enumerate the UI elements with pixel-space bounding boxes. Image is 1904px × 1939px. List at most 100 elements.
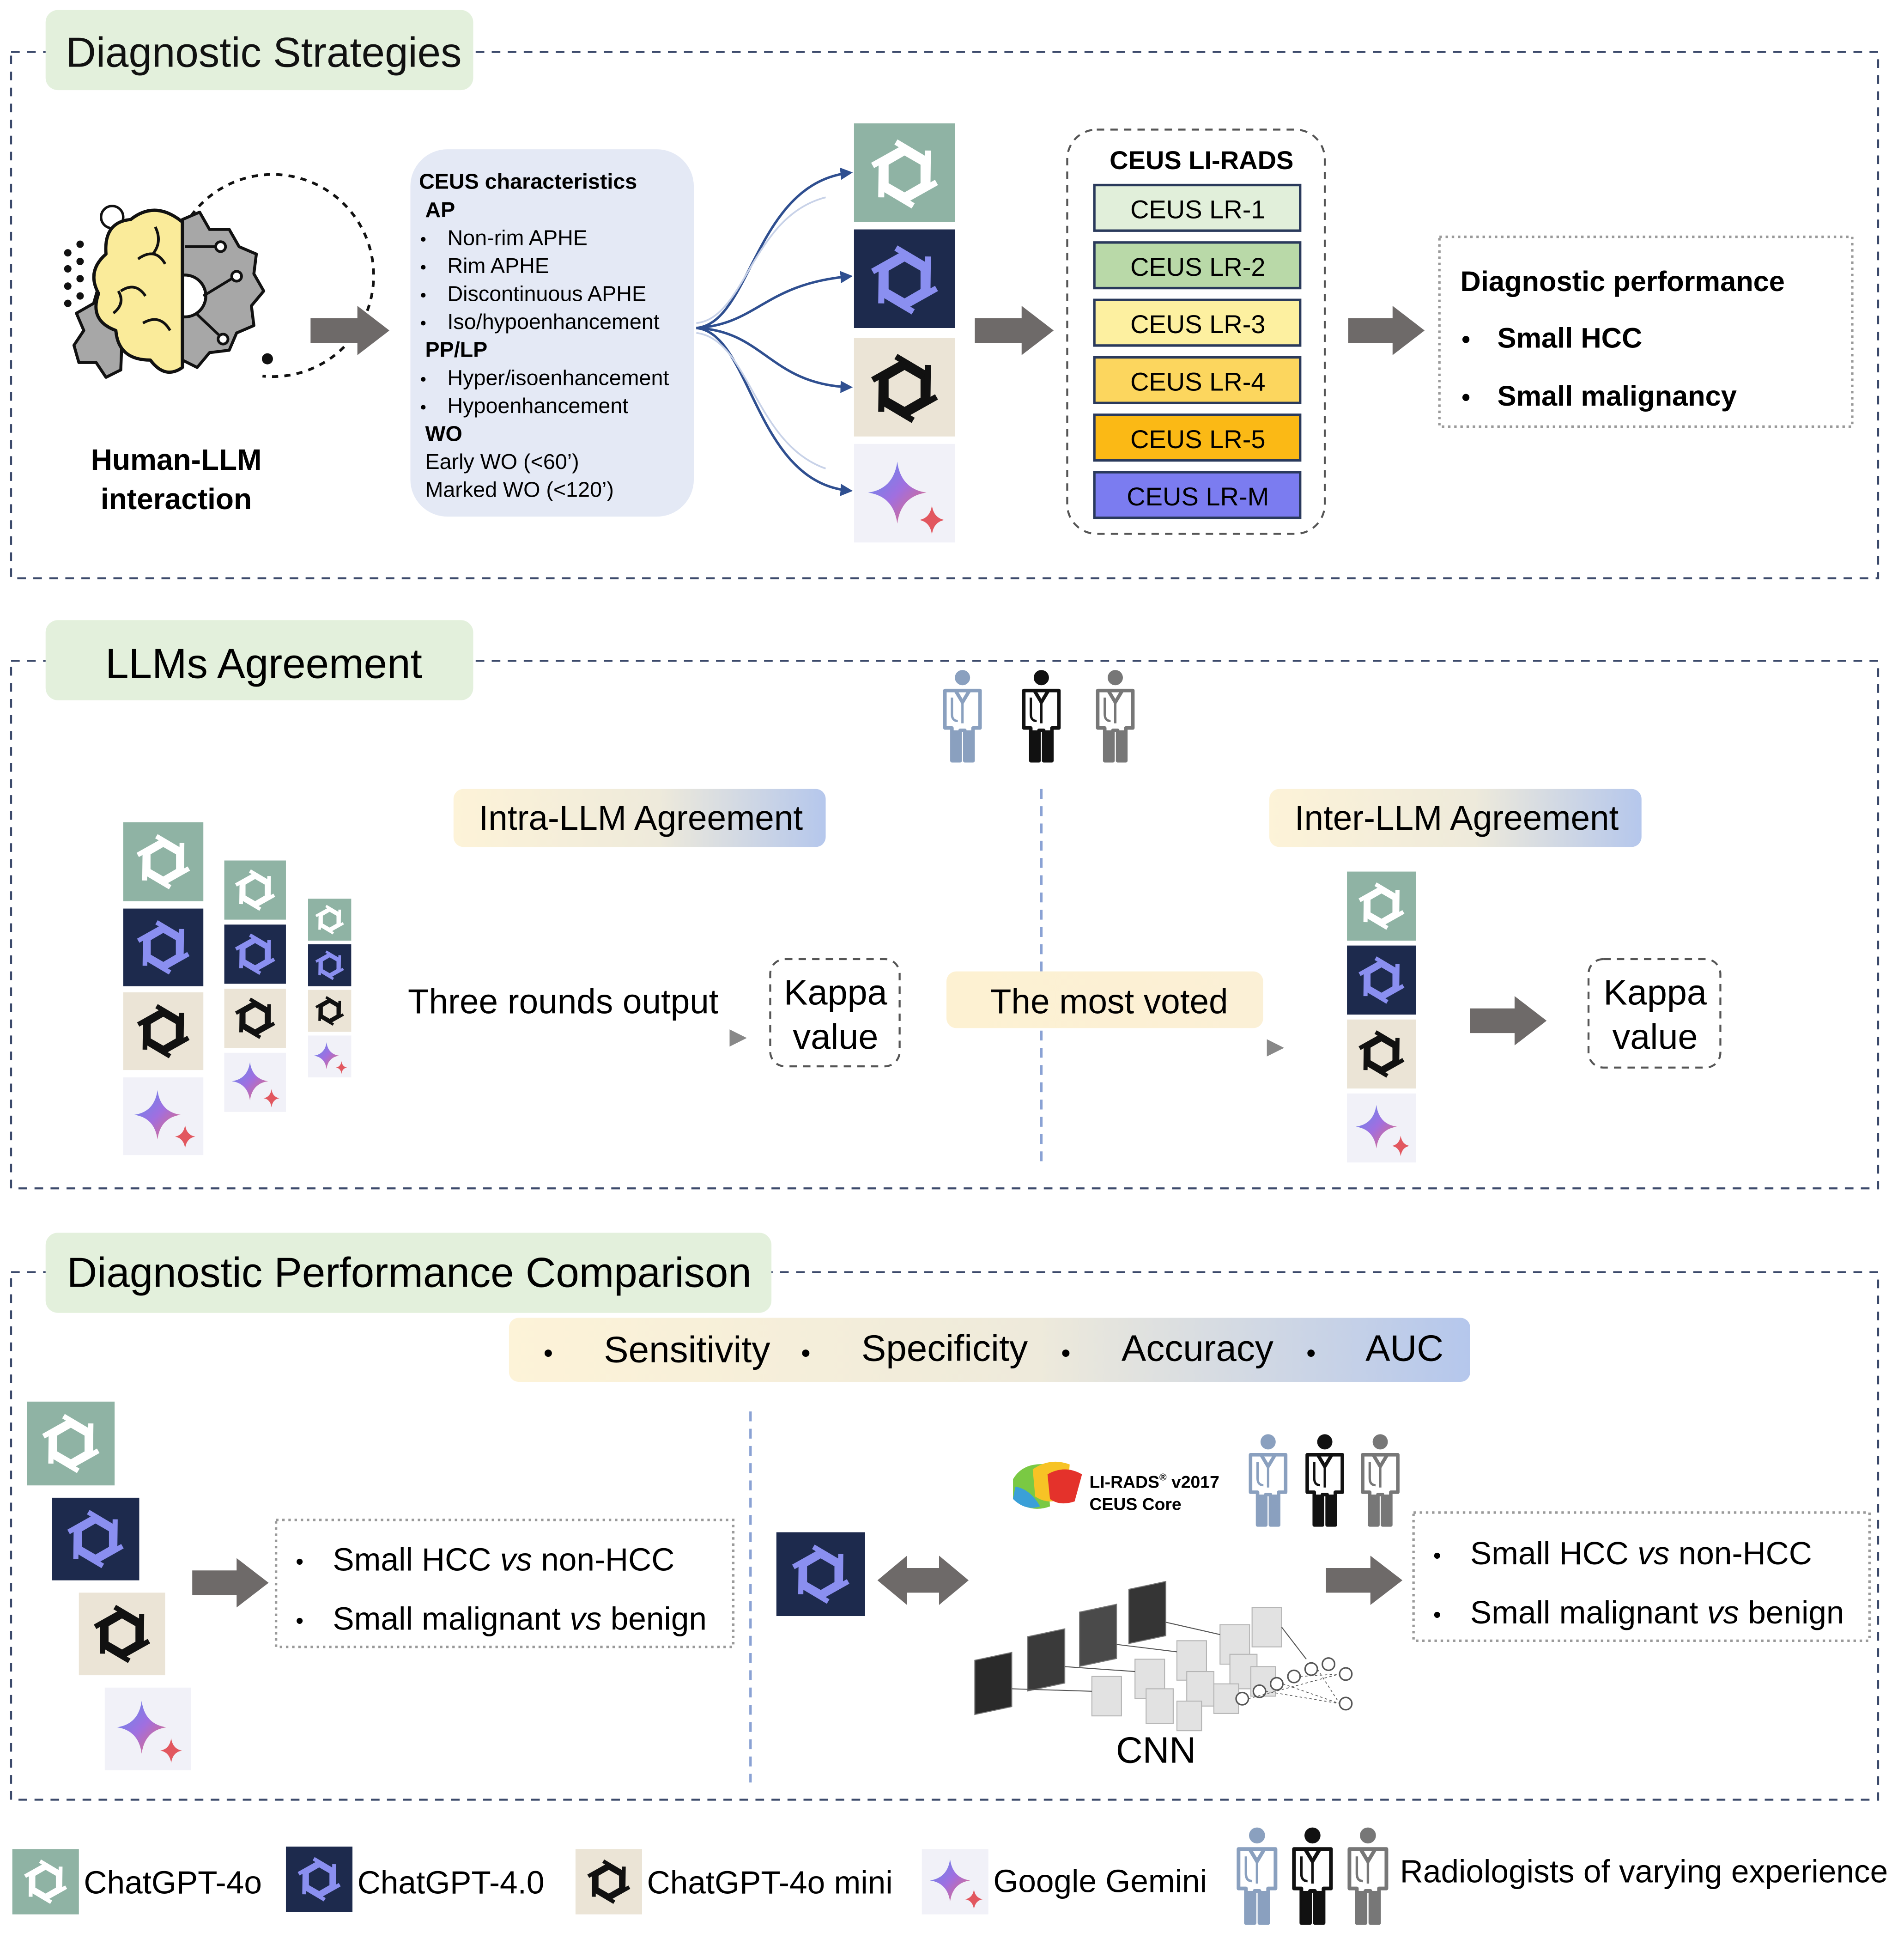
lirads-category-box (1093, 241, 1302, 290)
lirads-category-label: CEUS LR-5 (1130, 425, 1266, 454)
section-frame (10, 51, 1880, 579)
flow-arrow (192, 1558, 269, 1608)
bullet: • (1433, 1544, 1441, 1568)
model-logo-gemini (854, 444, 955, 543)
comparison-malignant-vs-benign: Small malignant vs benign (1470, 1594, 1844, 1630)
lirads-category-box (1093, 413, 1302, 462)
round-2-logos (224, 860, 286, 1112)
metric-auc: AUC (1365, 1328, 1443, 1369)
ceus-characteristics-box (410, 149, 694, 517)
flow-arrow (1470, 996, 1547, 1045)
kappa-label-line2: value (793, 1017, 878, 1057)
lirads-logo: LI-RADS® v2017 CEUS Core (1013, 1461, 1219, 1514)
inter-llm-pill (1269, 789, 1642, 847)
legend-item-gemini: Google Gemini (922, 1849, 1207, 1915)
ceus-group-heading: WO (425, 421, 462, 445)
lirads-category-label: CEUS LR-M (1127, 482, 1269, 511)
intra-llm-label: Intra-LLM Agreement (479, 798, 803, 837)
radiologist-icon-senior (1024, 670, 1059, 760)
ceus-characteristic-item: Hyper/isoenhancement (447, 365, 669, 389)
comparison-box-right (1412, 1511, 1871, 1642)
bullet: • (420, 229, 426, 249)
bullet: • (801, 1338, 811, 1368)
lirads-category-label: CEUS LR-3 (1130, 310, 1266, 339)
metric-accuracy: Accuracy (1122, 1328, 1273, 1369)
human-llm-label-line2: interaction (101, 482, 252, 516)
lirads-category-label: CEUS LR-1 (1130, 195, 1266, 224)
lirads-category-label: CEUS LR-2 (1130, 252, 1266, 281)
radiologist-icon-junior (945, 670, 980, 760)
model-logo-gpt4o (854, 123, 955, 222)
ceus-box-title: CEUS characteristics (419, 170, 637, 194)
ceus-group-heading: AP (425, 198, 455, 222)
bullet: • (420, 313, 426, 333)
kappa-label-line1: Kappa (1603, 973, 1707, 1013)
ceus-characteristic-item: Early WO (<60’) (425, 450, 579, 474)
ceus-lirads-box (1066, 128, 1326, 535)
radiologist-icon-intermediate (1363, 1434, 1398, 1525)
legend-item-radiologists: Radiologists of varying experience (1238, 1828, 1888, 1923)
round-1-logos (123, 822, 204, 1155)
section-title-bg (45, 620, 473, 700)
radiologist-icon-senior (1294, 1828, 1331, 1923)
lirads-logo-subtitle: CEUS Core (1089, 1495, 1181, 1514)
intra-llm-pill (453, 789, 826, 847)
section-title: Diagnostic Performance Comparison (67, 1250, 752, 1296)
section-title-bg (45, 1233, 772, 1313)
bullet: • (1433, 1603, 1441, 1627)
metric-specificity: Specificity (861, 1328, 1028, 1369)
flow-arrow (310, 305, 390, 355)
svg-text:LI-RADS® v2017: LI-RADS® v2017 (1089, 1472, 1219, 1492)
ceus-group-heading: PP/LP (425, 338, 487, 362)
bullet: • (1061, 1338, 1071, 1368)
round-3-logos (308, 899, 352, 1078)
radiologist-icon-junior (1250, 1434, 1286, 1525)
radiologist-icon-intermediate (1098, 670, 1133, 760)
section-title: LLMs Agreement (105, 641, 422, 687)
radiologist-icon-junior (1238, 1828, 1275, 1923)
section-title: Diagnostic Strategies (66, 29, 461, 76)
ceus-characteristic-item: Hypoenhancement (447, 394, 628, 418)
flow-arrow (975, 305, 1054, 355)
kappa-box-inter (1587, 958, 1722, 1069)
fan-arrows (696, 167, 853, 496)
section-llms-agreement: LLMs Agreement Intra-LLM Agreement Inter… (10, 620, 1880, 1190)
kappa-box-intra (769, 958, 901, 1068)
legend-label: Google Gemini (993, 1863, 1207, 1899)
kappa-label-line1: Kappa (784, 973, 888, 1013)
legend: ChatGPT-4o ChatGPT-4.0 ChatGPT-4o mini G… (12, 1828, 1888, 1923)
metrics-pill (509, 1318, 1470, 1382)
human-llm-label-line1: Human-LLM (91, 443, 262, 476)
lirads-category-box (1093, 183, 1302, 232)
most-voted-pill (946, 971, 1263, 1028)
ceus-characteristic-item: Rim APHE (447, 254, 549, 278)
legend-item-gpt4o: ChatGPT-4o (12, 1849, 262, 1915)
performance-item-small-malignancy: Small malignancy (1498, 380, 1737, 412)
section-frame (10, 660, 1880, 1190)
model-logo-gpt40 (854, 229, 955, 328)
ceus-lirads-title: CEUS LI-RADS (1110, 146, 1293, 175)
diagnostic-performance-title: Diagnostic performance (1461, 266, 1785, 298)
bullet: • (296, 1550, 303, 1574)
legend-item-gpt40: ChatGPT-4.0 (285, 1846, 545, 1912)
fan-arrows-fade (696, 196, 826, 469)
most-voted-label: The most voted (990, 982, 1228, 1021)
performance-item-small-hcc: Small HCC (1498, 322, 1643, 354)
legend-label: ChatGPT-4.0 (358, 1864, 545, 1900)
bullet: • (544, 1338, 553, 1368)
section-performance-comparison: Diagnostic Performance Comparison • Sens… (10, 1233, 1880, 1801)
cnn-illustration (974, 1580, 1353, 1732)
brain-gear-icon (64, 173, 375, 379)
ceus-characteristic-item: Marked WO (<120’) (425, 478, 613, 502)
bullet: • (420, 257, 426, 277)
double-arrow (877, 1556, 969, 1605)
flow-arrow (1326, 1556, 1403, 1605)
kappa-label-line2: value (1613, 1017, 1698, 1057)
comparison-box-left (274, 1519, 735, 1648)
metric-sensitivity: Sensitivity (604, 1329, 770, 1370)
bullet: • (1306, 1338, 1316, 1368)
model-logo-gpt4omini (854, 338, 955, 437)
lirads-category-box (1093, 356, 1302, 404)
